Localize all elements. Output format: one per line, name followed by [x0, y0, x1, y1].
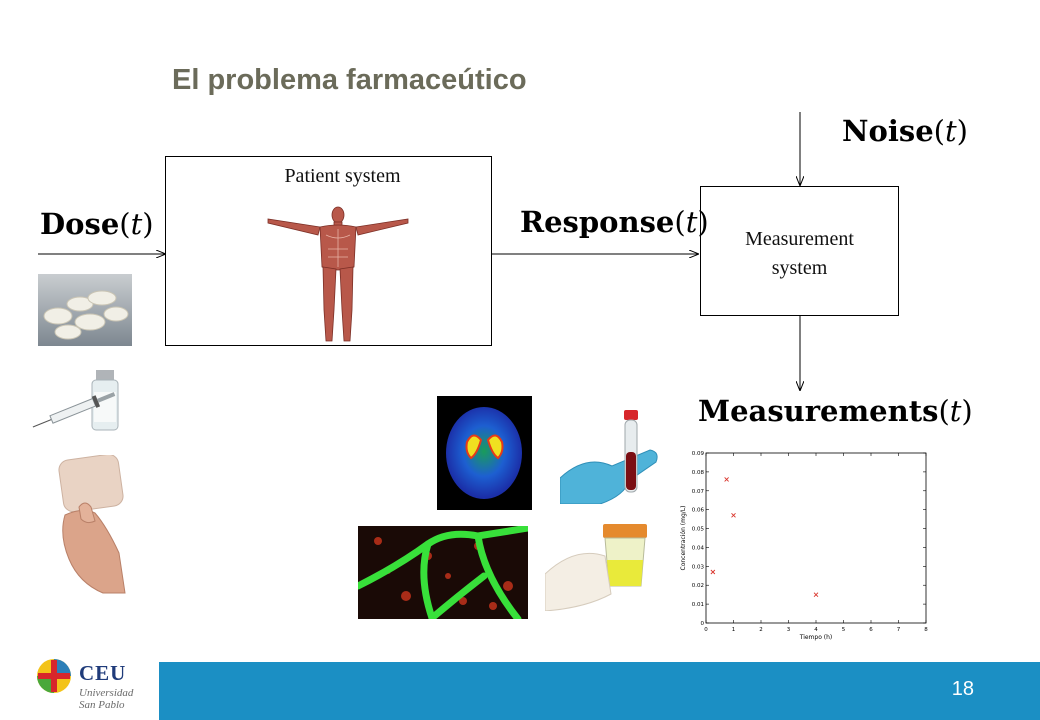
- plot-frame: [705, 452, 927, 624]
- ceu-university-line1: Universidad: [79, 687, 134, 699]
- dose-var: t: [130, 207, 143, 241]
- measurements-var: t: [949, 394, 962, 428]
- page-number: 18: [951, 678, 974, 700]
- response-label: Response(t): [520, 205, 709, 239]
- noise-var: t: [944, 114, 957, 148]
- syringe-vial-photo: [30, 362, 134, 442]
- ceu-university-line2: San Pablo: [79, 699, 125, 711]
- data-point: [710, 569, 716, 575]
- y-tick-label: 0.08: [692, 470, 705, 476]
- y-tick-label: 0.06: [692, 508, 705, 514]
- y-tick-label: 0.02: [692, 583, 704, 589]
- noise-fn: Noise: [842, 114, 934, 148]
- brain-pet-scan: [437, 396, 532, 510]
- y-tick-label: 0.01: [692, 602, 704, 608]
- measurements-label: Measurements(t): [698, 394, 973, 428]
- measurements-fn: Measurements: [698, 394, 939, 428]
- patient-system-box: Patient system: [165, 156, 492, 346]
- urine-sample-cup: [545, 516, 670, 611]
- patient-system-label: Patient system: [284, 165, 401, 187]
- x-tick-label: 2: [759, 627, 763, 633]
- x-tick-label: 3: [787, 627, 791, 633]
- x-tick-label: 5: [842, 627, 846, 633]
- data-point: [813, 592, 819, 597]
- ceu-logo: CEU Universidad San Pablo: [36, 657, 156, 719]
- measurement-system-label-line2: system: [771, 257, 828, 279]
- response-var: t: [685, 205, 698, 239]
- y-tick-label: 0.03: [692, 564, 705, 570]
- y-tick-label: 0: [701, 621, 705, 627]
- microscopy-vessels: [358, 526, 528, 619]
- data-point: [724, 477, 729, 482]
- dose-fn: Dose: [40, 207, 120, 241]
- transdermal-patch-photo: [55, 455, 130, 595]
- x-tick-label: 4: [814, 627, 818, 633]
- data-point: [731, 513, 736, 518]
- blood-tube-photo: [560, 406, 670, 504]
- x-tick-label: 8: [924, 627, 928, 633]
- x-tick-label: 0: [704, 627, 708, 633]
- x-axis-label: Tiempo (h): [799, 634, 833, 641]
- pills-photo: [38, 274, 132, 346]
- measurement-system-label-line1: Measurement: [745, 228, 854, 250]
- human-anatomy-figure: [267, 206, 409, 342]
- x-tick-label: 1: [732, 627, 736, 633]
- x-tick-label: 6: [869, 627, 873, 633]
- y-tick-label: 0.09: [692, 451, 705, 457]
- y-tick-label: 0.07: [692, 489, 705, 495]
- measurement-system-label: Measurement system: [701, 225, 898, 283]
- x-tick-label: 7: [897, 627, 901, 633]
- ceu-university-name: Universidad San Pablo: [79, 687, 133, 711]
- footer-bar: 18: [159, 662, 1040, 720]
- y-axis-label: Concentración (mg/L): [680, 506, 687, 571]
- measurement-system-box: Measurement system: [700, 186, 899, 316]
- dose-label: Dose(t): [40, 207, 154, 241]
- y-tick-label: 0.04: [692, 545, 705, 551]
- slide-title: El problema farmaceútico: [172, 64, 527, 96]
- ceu-emblem-icon: [37, 659, 71, 693]
- noise-label: Noise(t): [842, 114, 968, 148]
- ceu-wordmark: CEU: [79, 661, 127, 685]
- response-fn: Response: [520, 205, 675, 239]
- y-tick-label: 0.05: [692, 527, 705, 533]
- concentration-scatter-plot: 0 1 2 3 4 5 6 7 8 0 0.01 0.02 0.03 0.04 0.05 0.06 0.07 0.…: [680, 451, 928, 641]
